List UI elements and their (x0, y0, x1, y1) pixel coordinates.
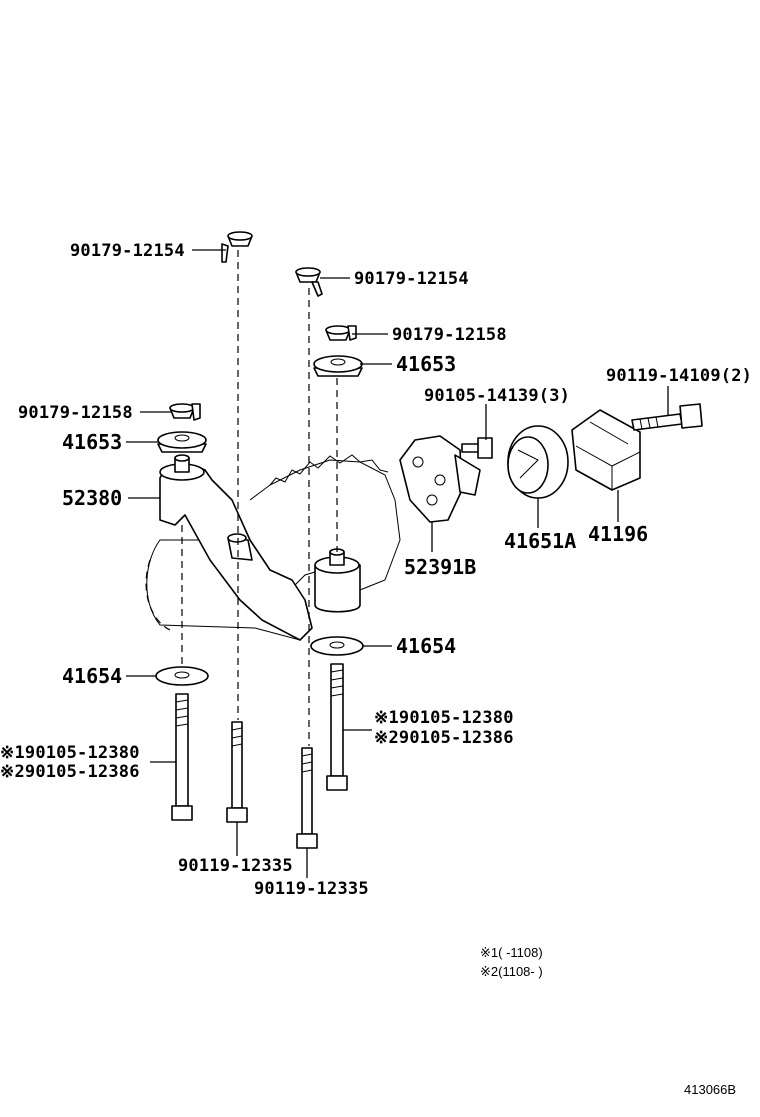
label-90179-12158-left: 90179-12158 (18, 403, 133, 423)
label-stud-left-1: ※190105-12380 (0, 743, 140, 763)
bracket-52380 (159, 454, 313, 641)
center-lines (181, 250, 338, 746)
leader-lines (126, 249, 669, 878)
nut-90179-12158-right (325, 325, 357, 341)
label-41653-right: 41653 (396, 352, 456, 376)
label-90179-12154-top-mid: 90179-12154 (354, 269, 469, 289)
label-stud-right-2: ※290105-12386 (374, 728, 514, 748)
label-52380: 52380 (62, 486, 122, 510)
label-41654-left: 41654 (62, 664, 122, 688)
label-stud-left-2: ※290105-12386 (0, 762, 140, 782)
nut-90179-12154-top-mid (295, 267, 323, 297)
bolt-90119-12335-a (226, 721, 248, 823)
label-41654-right: 41654 (396, 634, 456, 658)
mount-41196 (571, 409, 641, 491)
stud-right (326, 663, 348, 791)
bolt-90119-12335-b (296, 747, 318, 849)
center-cushion (314, 548, 361, 613)
figure-id: 413066B (684, 1082, 736, 1097)
cushion-41653-right (313, 355, 363, 377)
bolt-90105-14139 (461, 437, 493, 459)
note-2: ※2(1108- ) (480, 964, 543, 979)
label-90179-12158-right: 90179-12158 (392, 325, 507, 345)
bolt-90119-14109 (631, 403, 703, 431)
nut-90179-12154-top-left (221, 231, 253, 263)
washer-41654-right (310, 636, 364, 656)
label-90119-14109: 90119-14109(2) (606, 366, 752, 386)
label-41651A: 41651A (504, 529, 576, 553)
bracket-52391B (399, 435, 481, 523)
label-52391B: 52391B (404, 555, 476, 579)
label-41196: 41196 (588, 522, 648, 546)
label-90105-14139: 90105-14139(3) (424, 386, 570, 406)
note-1: ※1( -1108) (480, 945, 543, 960)
nut-90179-12158-left (169, 403, 201, 421)
label-stud-right-1: ※190105-12380 (374, 708, 514, 728)
footnotes: ※1( -1108) ※2(1108- ) (480, 945, 543, 979)
stud-left (171, 693, 193, 821)
label-90119-12335-b: 90119-12335 (254, 879, 369, 899)
washer-41654-left (155, 666, 209, 686)
mount-41651A (507, 425, 569, 499)
label-90179-12154-top-left: 90179-12154 (70, 241, 185, 261)
labels: 90179-12154 90179-12154 90179-12158 4165… (0, 241, 752, 899)
label-41653-left: 41653 (62, 430, 122, 454)
cushion-41653-left (157, 431, 207, 453)
label-90119-12335-a: 90119-12335 (178, 856, 293, 876)
